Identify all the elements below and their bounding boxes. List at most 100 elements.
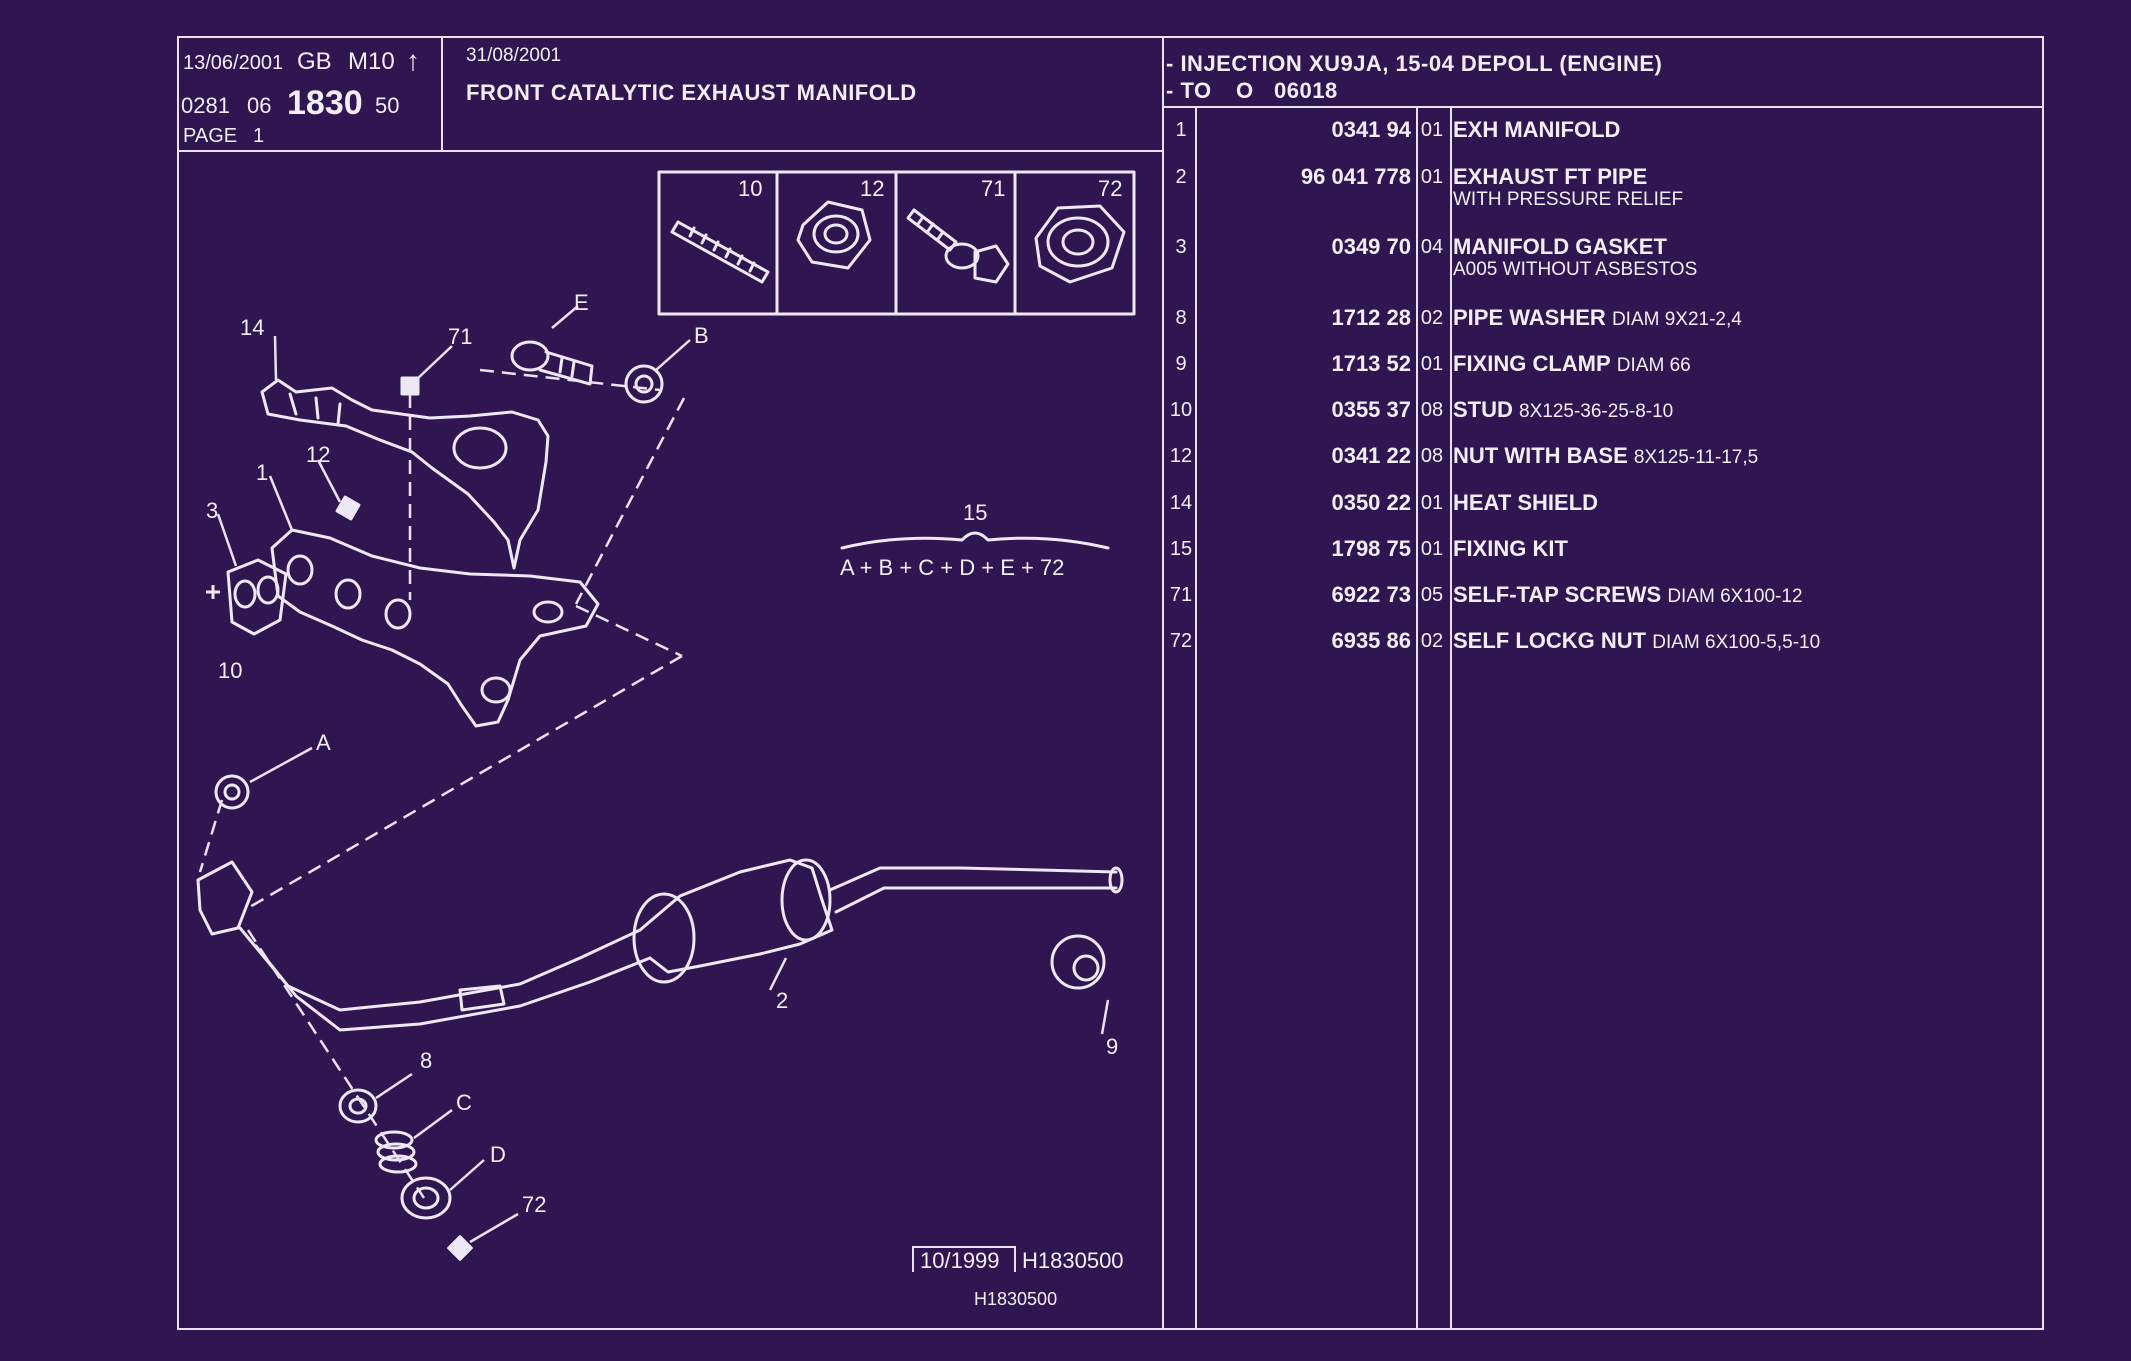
screw-icon [906, 208, 1010, 284]
divider-col-ref [1416, 108, 1418, 1328]
screw-71-marker [400, 376, 420, 396]
part-spec: 8X125-11-17,5 [1633, 447, 1759, 468]
part-name: FIXING CLAMP [1453, 351, 1611, 376]
washer-a-part [214, 774, 250, 810]
self-locking-nut-icon [1034, 204, 1126, 284]
part-reference: 1798 75 [1331, 536, 1411, 561]
footer-date-box [912, 1246, 1016, 1272]
callout-15: 15 [963, 500, 987, 525]
spring-c-part [374, 1130, 418, 1174]
parts-table-row: 14 0350 22 01 HEAT SHIELD [1163, 490, 2041, 530]
part-name: EXH MANIFOLD [1453, 117, 1621, 142]
parts-table-row: 15 1798 75 01 FIXING KIT [1163, 536, 2041, 576]
flange-nut-icon [796, 200, 872, 270]
part-description: SELF LOCKG NUT DIAM 6X100-5,5-10 [1453, 628, 1820, 653]
part-quantity: 01 [1420, 166, 1444, 188]
footer-drawing-ref-small: H1830500 [974, 1289, 1058, 1309]
part-description: FIXING KIT [1453, 538, 1568, 560]
part-quantity: 02 [1420, 630, 1444, 652]
callout-72: 72 [522, 1192, 546, 1217]
application-line-2-code: 06018 [1274, 78, 1338, 103]
part-name: HEAT SHIELD [1453, 490, 1599, 515]
part-reference: 1712 28 [1331, 305, 1411, 330]
exploded-diagram: 10 12 71 72 14 71 E B 12 1 3 10 A 15 A +… [196, 170, 1136, 1261]
exhaust-manifold-part [270, 528, 600, 728]
parts-table-row: 1 0341 94 01 EXH MANIFOLD [1163, 117, 2041, 157]
header-code-prefix: 0281 [181, 93, 230, 118]
part-item-number: 71 [1169, 584, 1193, 606]
part-name: PIPE WASHER [1453, 305, 1606, 330]
part-description: FIXING CLAMP DIAM 66 [1453, 351, 1691, 376]
header-date-left: 13/06/2001 [183, 52, 284, 74]
kit-contents: A + B + C + D + E + 72 [840, 555, 1064, 580]
part-reference: 0341 22 [1331, 443, 1411, 468]
part-description: EXHAUST FT PIPE [1453, 166, 1647, 188]
part-description: NUT WITH BASE 8X125-11-17,5 [1453, 445, 1759, 468]
part-item-number: 15 [1169, 538, 1193, 560]
inset-label-71: 71 [981, 176, 1005, 201]
part-note: WITH PRESSURE RELIEF [1453, 189, 1684, 210]
part-quantity: 01 [1420, 492, 1444, 514]
part-description: SELF-TAP SCREWS DIAM 6X100-12 [1453, 582, 1803, 607]
part-quantity: 01 [1420, 353, 1444, 375]
header-arrow: ↑ [406, 45, 420, 76]
footer-drawing-ref: H1830500 [1022, 1248, 1124, 1273]
part-item-number: 2 [1175, 166, 1187, 188]
part-item-number: 9 [1175, 353, 1187, 375]
divider-col-item [1195, 108, 1197, 1328]
header-page-label: PAGE [183, 125, 238, 147]
part-item-number: 14 [1169, 492, 1193, 514]
part-reference: 0341 94 [1331, 117, 1411, 142]
callout-3: 3 [206, 498, 218, 523]
part-spec: DIAM 66 [1616, 355, 1691, 376]
part-quantity: 08 [1420, 399, 1444, 421]
part-quantity: 01 [1420, 119, 1444, 141]
exhaust-pipe-part [196, 858, 1124, 1032]
divider-vertical-main [1162, 38, 1164, 1328]
divider-header-mid [441, 38, 443, 151]
part-description: PIPE WASHER DIAM 9X21-2,4 [1453, 305, 1742, 330]
parts-table-row: 10 0355 37 08 STUD 8X125-36-25-8-10 [1163, 397, 2041, 437]
callout-1: 1 [256, 460, 268, 485]
divider-header-bottom-left [179, 150, 1163, 152]
part-item-number: 10 [1169, 399, 1193, 421]
callout-d: D [490, 1142, 506, 1167]
part-name: SELF-TAP SCREWS [1453, 582, 1662, 607]
part-reference: 0355 37 [1331, 397, 1411, 422]
part-reference: 96 041 778 [1300, 164, 1411, 189]
part-name: SELF LOCKG NUT [1453, 628, 1647, 653]
fixing-clamp-part [1050, 934, 1106, 990]
part-name: MANIFOLD GASKET [1453, 234, 1667, 259]
part-description: MANIFOLD GASKET [1453, 236, 1667, 258]
part-description: HEAT SHIELD [1453, 492, 1598, 514]
callout-e: E [574, 290, 589, 315]
part-item-number: 72 [1169, 630, 1193, 652]
washer-d-part [400, 1176, 452, 1220]
part-description: STUD 8X125-36-25-8-10 [1453, 397, 1673, 422]
nut-12-marker [335, 495, 361, 521]
footer-date: 10/1999 [920, 1248, 1000, 1273]
application-line-2-prefix: - TO [1166, 78, 1212, 103]
application-line-2-o: O [1236, 78, 1254, 103]
washer-b-part [624, 364, 664, 404]
callout-2: 2 [776, 988, 788, 1013]
part-name: STUD [1453, 397, 1513, 422]
header-code-mid: 06 [247, 93, 272, 118]
bolt-e-part [510, 340, 594, 386]
part-quantity: 01 [1420, 538, 1444, 560]
callout-a: A [316, 730, 331, 755]
part-quantity: 04 [1420, 236, 1444, 258]
header-date-mid: 31/08/2001 [466, 45, 562, 66]
inset-label-12: 12 [860, 176, 884, 201]
callout-10: 10 [218, 658, 242, 683]
part-item-number: 1 [1175, 119, 1187, 141]
callout-12: 12 [306, 442, 330, 467]
part-reference: 6922 73 [1331, 582, 1411, 607]
part-reference: 0350 22 [1331, 490, 1411, 515]
header-model: M10 [348, 48, 395, 75]
